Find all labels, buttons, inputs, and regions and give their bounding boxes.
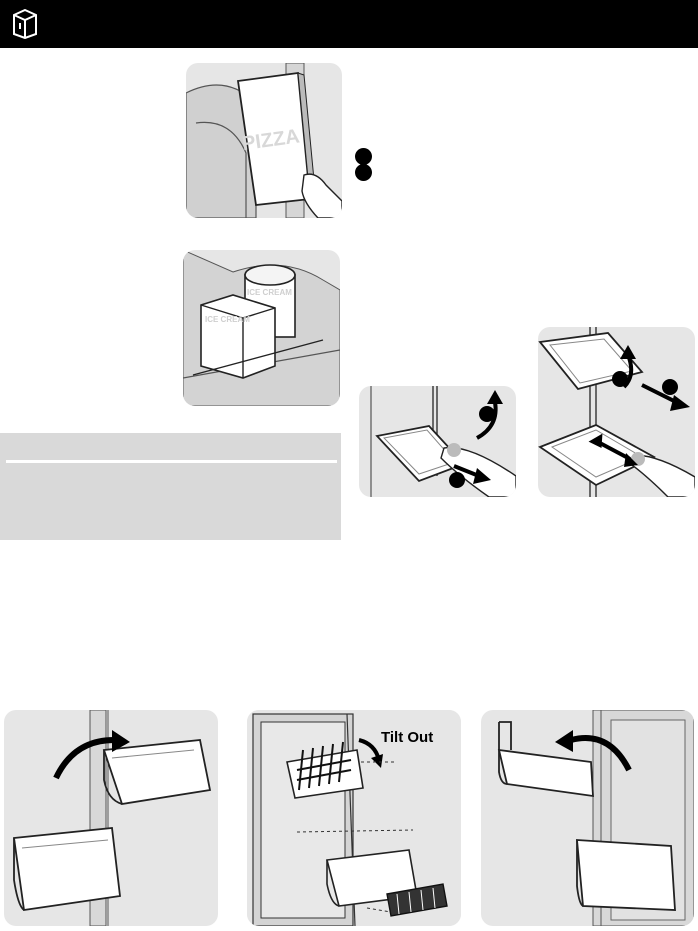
door-bin-lift-illustration [481, 710, 694, 926]
note-box [0, 433, 341, 540]
pizza-box-icon: PIZZA [186, 63, 342, 218]
bullet-dot-icon [355, 148, 372, 165]
ice-cream-back-label: ICE CREAM [247, 288, 292, 297]
door-bin-tilt-icon: Tilt Out [247, 710, 461, 926]
door-bin-move-illustration [4, 710, 218, 926]
note-divider [6, 460, 337, 463]
header-bar [0, 0, 698, 48]
ice-cream-front-label: ICE CREAM [205, 315, 250, 324]
tilt-out-label: Tilt Out [381, 729, 433, 746]
shelf-reposition-illustration [538, 327, 695, 497]
ice-cream-cartons-icon: ICE CREAM ICE CREAM [183, 250, 340, 406]
shelf-slide-illustration [359, 386, 516, 497]
ice-cream-illustration: ICE CREAM ICE CREAM [183, 250, 340, 406]
bullet-dot-icon [355, 164, 372, 181]
fridge-logo-icon [13, 9, 37, 39]
pizza-box-illustration: PIZZA [186, 63, 342, 218]
door-bin-tilt-illustration: Tilt Out [247, 710, 461, 926]
